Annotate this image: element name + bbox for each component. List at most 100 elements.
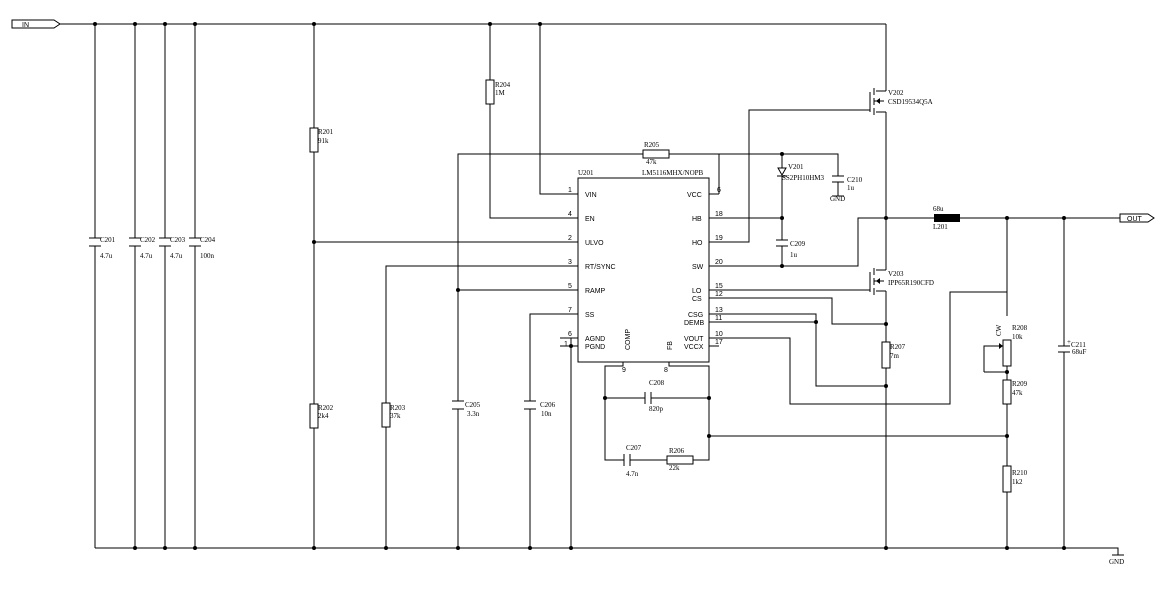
svg-text:4.7u: 4.7u (140, 252, 153, 260)
svg-text:9: 9 (622, 367, 626, 374)
svg-text:SS2PH10HM3: SS2PH10HM3 (782, 174, 825, 182)
capacitor-c206: C206 10n (524, 400, 556, 418)
capacitor-c204: C204 100n (189, 236, 216, 260)
svg-text:47k: 47k (646, 158, 657, 166)
svg-text:1u: 1u (847, 184, 855, 192)
svg-text:R201: R201 (318, 128, 334, 136)
svg-text:R209: R209 (1012, 380, 1028, 388)
svg-text:VCCX: VCCX (684, 344, 704, 351)
svg-text:15: 15 (715, 283, 723, 290)
wires (60, 23, 1120, 555)
svg-text:4.7n: 4.7n (626, 470, 639, 478)
svg-text:4: 4 (568, 211, 572, 218)
mosfet-v202: V202 CSD19534Q5A (869, 88, 933, 115)
capacitor-c203: C203 4.7u (159, 236, 186, 260)
svg-text:CW: CW (995, 324, 1003, 336)
svg-text:LO: LO (692, 288, 702, 295)
capacitor-c201: C201 4.7u (89, 236, 116, 260)
svg-text:IN: IN (22, 22, 29, 29)
svg-text:47k: 47k (1012, 389, 1023, 397)
potentiometer-r208: R208 10k CW (995, 324, 1028, 367)
svg-text:CSG: CSG (688, 312, 703, 319)
svg-text:1M: 1M (495, 89, 506, 97)
svg-text:R205: R205 (644, 141, 660, 149)
resistor-r210: R210 1k2 (1002, 465, 1028, 493)
svg-text:6: 6 (568, 331, 572, 338)
svg-text:6: 6 (717, 187, 721, 194)
svg-text:19: 19 (715, 235, 723, 242)
svg-text:17: 17 (715, 339, 723, 346)
svg-text:1: 1 (564, 341, 568, 348)
svg-text:VOUT: VOUT (684, 336, 704, 343)
svg-text:R207: R207 (890, 343, 906, 351)
svg-text:C204: C204 (200, 236, 216, 244)
svg-text:PGND: PGND (585, 344, 605, 351)
resistor-r204: R204 1M (485, 79, 511, 105)
svg-text:SW: SW (692, 264, 704, 271)
mosfet-v203: V203 IPP65R190CFD (869, 268, 934, 295)
svg-text:L201: L201 (933, 223, 948, 231)
resistor-r209: R209 47k (1002, 379, 1028, 405)
svg-text:C205: C205 (465, 401, 481, 409)
svg-text:COMP: COMP (625, 329, 632, 350)
svg-text:U201: U201 (578, 169, 594, 177)
port-out: OUT (1119, 213, 1155, 223)
svg-text:C206: C206 (540, 401, 556, 409)
svg-text:LM5116MHX/NOPB: LM5116MHX/NOPB (642, 169, 704, 177)
svg-text:R204: R204 (495, 81, 511, 89)
svg-text:2k4: 2k4 (318, 412, 329, 420)
svg-text:C211: C211 (1071, 341, 1086, 349)
svg-text:7m: 7m (890, 352, 900, 360)
svg-text:91k: 91k (318, 137, 329, 145)
svg-text:1k2: 1k2 (1012, 478, 1023, 486)
svg-text:AGND: AGND (585, 336, 605, 343)
capacitor-c210: C210 1u GND (830, 175, 863, 203)
svg-text:R203: R203 (390, 404, 406, 412)
svg-text:R208: R208 (1012, 324, 1028, 332)
svg-text:68uF: 68uF (1072, 348, 1087, 356)
svg-text:10: 10 (715, 331, 723, 338)
svg-text:3: 3 (568, 259, 572, 266)
diode-v201: V201 SS2PH10HM3 (777, 163, 825, 182)
inductor-l201: 68u L201 (933, 205, 960, 231)
resistor-r201: R201 91k (309, 127, 334, 153)
svg-text:RAMP: RAMP (585, 288, 606, 295)
svg-text:22k: 22k (669, 464, 680, 472)
svg-text:11: 11 (715, 315, 722, 322)
svg-text:C207: C207 (626, 444, 642, 452)
svg-text:4.7u: 4.7u (100, 252, 113, 260)
svg-text:100n: 100n (200, 252, 215, 260)
capacitor-c205: C205 3.3n (452, 400, 481, 418)
svg-text:37k: 37k (390, 412, 401, 420)
svg-text:8: 8 (664, 367, 668, 374)
svg-text:VCC: VCC (687, 192, 702, 199)
svg-text:+: + (1067, 338, 1071, 346)
svg-text:68u: 68u (933, 205, 944, 213)
svg-text:18: 18 (715, 211, 723, 218)
svg-text:1: 1 (568, 187, 572, 194)
resistor-r205: R205 47k (642, 141, 670, 166)
svg-text:3.3n: 3.3n (467, 410, 480, 418)
svg-text:HO: HO (692, 240, 703, 247)
svg-text:10n: 10n (541, 410, 552, 418)
svg-text:EN: EN (585, 216, 595, 223)
svg-text:V202: V202 (888, 89, 904, 97)
svg-text:HB: HB (692, 216, 702, 223)
svg-text:10k: 10k (1012, 333, 1023, 341)
svg-text:5: 5 (568, 283, 572, 290)
port-in: IN (11, 19, 61, 29)
svg-text:R202: R202 (318, 404, 334, 412)
svg-text:C209: C209 (790, 240, 806, 248)
capacitor-c208: C208 820p (644, 379, 665, 413)
svg-text:12: 12 (715, 291, 723, 298)
svg-text:R206: R206 (669, 447, 685, 455)
resistor-r207: R207 7m (881, 341, 906, 369)
svg-text:FB: FB (667, 341, 674, 350)
junctions (93, 22, 1066, 550)
svg-text:13: 13 (715, 307, 723, 314)
svg-text:C203: C203 (170, 236, 186, 244)
capacitor-c209: C209 1u (776, 239, 806, 259)
capacitor-c207: C207 4.7n (623, 444, 642, 478)
svg-text:20: 20 (715, 259, 723, 266)
svg-text:C202: C202 (140, 236, 156, 244)
